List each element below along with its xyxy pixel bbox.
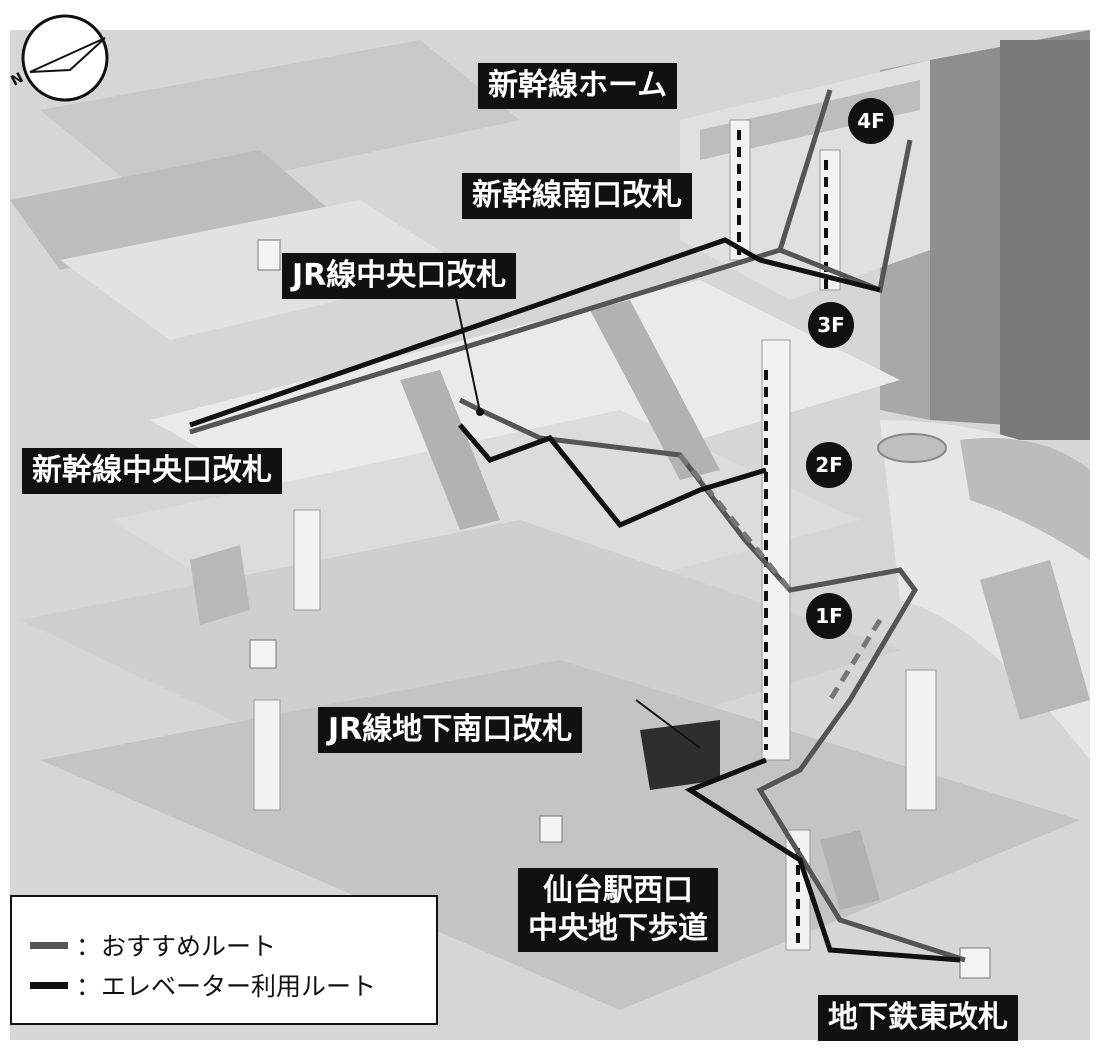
legend-swatch-elevator — [30, 981, 68, 989]
label-subway-east-gate: 地下鉄東改札 — [818, 995, 1018, 1041]
floor-badge-4f: 4F — [848, 98, 894, 144]
label-shinkansen-south-gate: 新幹線南口改札 — [462, 173, 692, 219]
legend-label-elevator: ：エレベーター利用ルート — [76, 972, 377, 1001]
label-underground-walkway-line2: 中央地下歩道 — [528, 911, 708, 946]
label-jr-underground-south-gate: JR線地下南口改札 — [318, 707, 583, 753]
jr-central-marker — [476, 408, 484, 416]
label-jr-central-gate: JR線中央口改札 — [282, 253, 517, 299]
floor-badge-2f: 2F — [806, 442, 852, 488]
legend-label-recommended: ：おすすめルート — [76, 932, 277, 961]
floor-badge-1f: 1F — [806, 593, 852, 639]
elevator-route — [189, 237, 961, 963]
floor-badge-3f: 3F — [808, 302, 854, 348]
legend-item-recommended: ：おすすめルート — [30, 927, 276, 963]
label-underground-walkway-line1: 仙台駅西口 — [543, 873, 693, 908]
label-underground-walkway: 仙台駅西口 中央地下歩道 — [518, 868, 718, 952]
compass-icon — [21, 14, 109, 102]
legend: ：おすすめルート ：エレベーター利用ルート — [10, 895, 438, 1025]
jr-central-pointer — [454, 293, 481, 413]
label-shinkansen-home: 新幹線ホーム — [478, 63, 678, 109]
recommended-route-dashed — [678, 453, 883, 702]
legend-item-elevator: ：エレベーター利用ルート — [30, 967, 376, 1003]
legend-swatch-recommended — [30, 941, 68, 949]
jr-south-pointer — [635, 699, 701, 749]
label-shinkansen-central-gate: 新幹線中央口改札 — [22, 448, 282, 494]
